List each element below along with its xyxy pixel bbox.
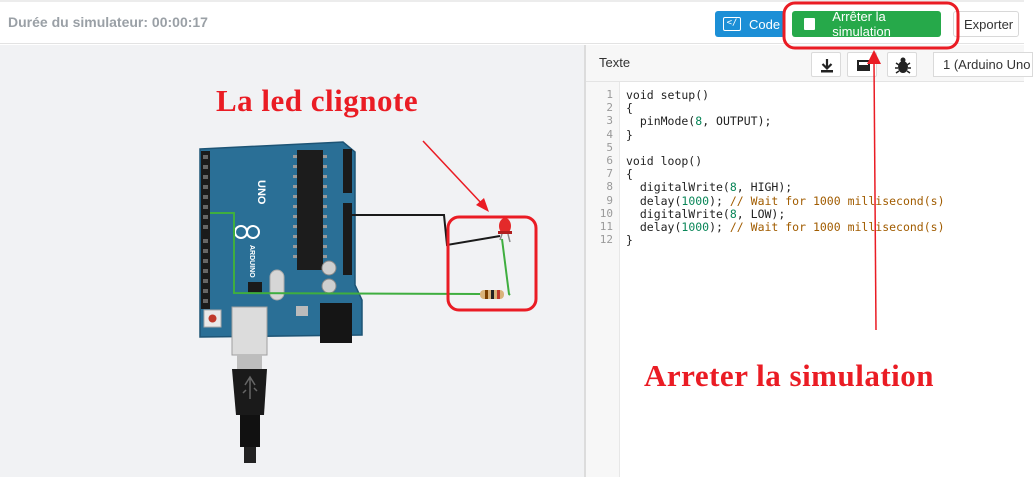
panel-divider[interactable] xyxy=(584,45,586,477)
stop-square-icon xyxy=(804,18,816,30)
code-button-label: Code xyxy=(749,16,781,32)
code-line: } xyxy=(626,127,633,142)
line-number: 2 xyxy=(606,101,613,115)
export-button[interactable]: Exporter xyxy=(953,11,1019,37)
code-line: digitalWrite(8, HIGH); xyxy=(626,180,793,195)
code-button[interactable]: </ Code xyxy=(715,11,785,37)
stop-simulation-label: Arrêter la simulation xyxy=(832,9,891,39)
board-brand-label: ARDUINO xyxy=(248,245,255,278)
line-number: 3 xyxy=(606,114,613,128)
top-toolbar: Durée du simulateur: 00:00:17 </ Code Ar… xyxy=(0,0,1024,44)
line-number: 12 xyxy=(599,233,613,247)
led-blink-annotation: La led clignote xyxy=(216,83,419,118)
code-line: delay(1000); // Wait for 1000 millisecon… xyxy=(626,193,945,208)
red-led[interactable] xyxy=(498,218,512,243)
arduino-board[interactable]: UNO ARDUINO xyxy=(199,141,363,343)
black-wire xyxy=(352,214,501,247)
stop-simulation-button[interactable]: Arrêter la simulation xyxy=(792,9,941,39)
download-icon xyxy=(821,59,833,73)
code-line: pinMode(8, OUTPUT); xyxy=(626,114,772,129)
line-number: 9 xyxy=(606,193,613,207)
bug-icon xyxy=(895,57,911,74)
debugger-button[interactable] xyxy=(887,52,917,77)
line-number: 8 xyxy=(606,180,613,194)
line-number: 5 xyxy=(606,140,613,154)
line-number: 7 xyxy=(606,167,613,181)
code-line: void loop() xyxy=(626,154,703,168)
stop-simulation-annotation: Arreter la simulation xyxy=(644,358,935,393)
green-wire xyxy=(210,212,481,295)
code-line: digitalWrite(8, LOW); xyxy=(626,206,786,221)
line-number: 1 xyxy=(606,88,613,101)
resistor[interactable] xyxy=(480,290,504,299)
device-select-value: 1 (Arduino Uno xyxy=(943,57,1031,72)
line-number: 10 xyxy=(599,206,613,220)
download-button[interactable] xyxy=(811,52,841,77)
board-model-label: UNO xyxy=(255,180,267,205)
code-line: { xyxy=(626,101,633,116)
circuit-drawing: UNO ARDUINO xyxy=(199,141,512,463)
line-number: 6 xyxy=(606,154,613,167)
device-select[interactable]: 1 (Arduino Uno xyxy=(933,52,1033,77)
line-number: 11 xyxy=(599,220,613,233)
usb-cable xyxy=(231,306,268,463)
editor-mode-label[interactable]: Texte xyxy=(599,55,631,70)
code-line: void setup() xyxy=(626,88,710,102)
line-number: 4 xyxy=(606,127,613,141)
upload-device-icon xyxy=(857,60,870,71)
code-line: delay(1000); // Wait for 1000 millisecon… xyxy=(626,220,945,234)
upload-device-button[interactable] xyxy=(847,52,877,77)
editor-toolbar: Texte 1 (Arduino Uno xyxy=(586,45,1033,82)
export-button-label: Exporter xyxy=(964,16,1014,32)
code-line: { xyxy=(626,167,633,182)
simulation-duration: Durée du simulateur: 00:00:17 xyxy=(8,14,208,30)
code-icon: </ xyxy=(723,17,741,31)
green-wire-led xyxy=(501,238,511,296)
code-line: } xyxy=(626,233,633,248)
